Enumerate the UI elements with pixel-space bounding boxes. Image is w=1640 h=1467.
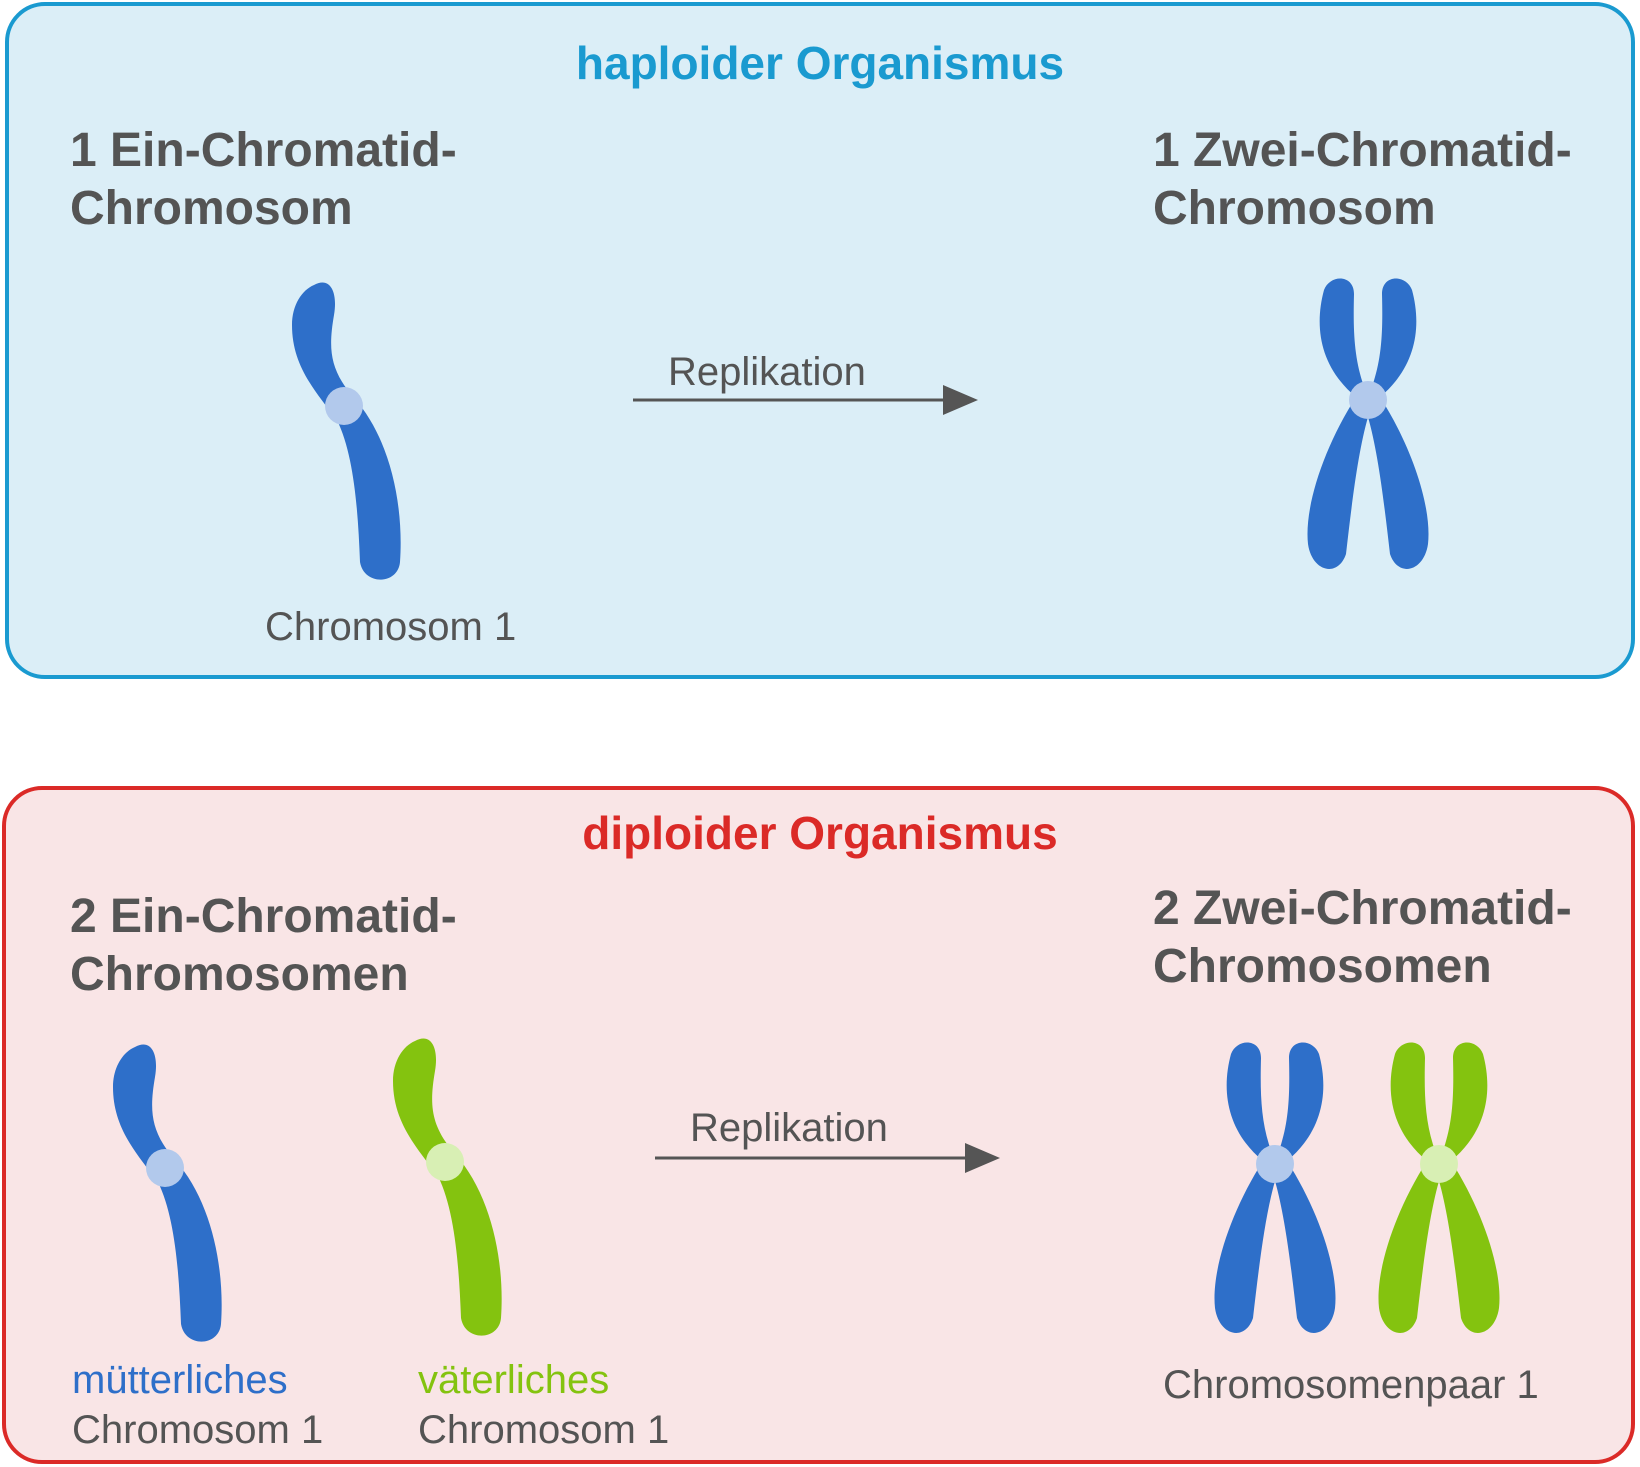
maternal-chromosome	[93, 1032, 233, 1352]
diploid-right-heading: 2 Zwei-Chromatid- Chromosomen	[1153, 880, 1572, 996]
paternal-label-line2: Chromosom 1	[418, 1408, 670, 1452]
haploid-right-heading: 1 Zwei-Chromatid- Chromosom	[1153, 122, 1572, 238]
diploid-left-heading-line1: 2 Ein-Chromatid-	[70, 890, 457, 943]
diploid-replication-arrow	[655, 1143, 1000, 1173]
diploid-left-heading-line2: Chromosomen	[70, 948, 409, 1001]
diploid-title: diploider Organismus	[582, 807, 1058, 859]
maternal-label: mütterliches Chromosom 1	[72, 1355, 323, 1455]
diploid-left-heading: 2 Ein-Chromatid- Chromosomen	[70, 888, 457, 1004]
paternal-label-line1: väterliches	[418, 1358, 610, 1402]
haploid-chromosome-label: Chromosom 1	[265, 605, 517, 649]
haploid-panel	[5, 2, 1635, 679]
haploid-two-chromatid-chromosome	[1298, 272, 1438, 582]
haploid-title: haploider Organismus	[575, 37, 1065, 89]
diploid-right-heading-line1: 2 Zwei-Chromatid-	[1153, 882, 1572, 935]
paternal-two-chromatid-centromere	[1420, 1145, 1458, 1183]
paternal-label: väterliches Chromosom 1	[418, 1355, 669, 1455]
haploid-left-heading: 1 Ein-Chromatid- Chromosom	[70, 122, 457, 238]
haploid-right-heading-line1: 1 Zwei-Chromatid-	[1153, 124, 1572, 177]
maternal-label-line2: Chromosom 1	[72, 1408, 324, 1452]
haploid-single-chromatid-chromosome	[272, 270, 412, 590]
diploid-right-heading-line2: Chromosomen	[1153, 940, 1492, 993]
haploid-replication-label: Replikation	[668, 350, 866, 394]
haploid-two-chromatid-centromere	[1349, 381, 1387, 419]
maternal-centromere	[146, 1149, 184, 1187]
maternal-two-chromatid-centromere	[1256, 1145, 1294, 1183]
haploid-left-heading-line1: 1 Ein-Chromatid-	[70, 124, 457, 177]
haploid-right-heading-line2: Chromosom	[1153, 182, 1436, 235]
maternal-two-chromatid-chromosome	[1205, 1036, 1345, 1346]
paternal-chromosome	[373, 1026, 513, 1346]
maternal-label-line1: mütterliches	[72, 1358, 288, 1402]
diploid-replication-label: Replikation	[690, 1106, 888, 1150]
paternal-two-chromatid-chromosome	[1369, 1036, 1509, 1346]
haploid-left-heading-line2: Chromosom	[70, 182, 353, 235]
chromosome-pair-label: Chromosomenpaar 1	[1163, 1363, 1539, 1407]
haploid-centromere	[325, 387, 363, 425]
diploid-panel	[2, 786, 1635, 1464]
paternal-centromere	[426, 1143, 464, 1181]
haploid-replication-arrow	[633, 385, 978, 415]
